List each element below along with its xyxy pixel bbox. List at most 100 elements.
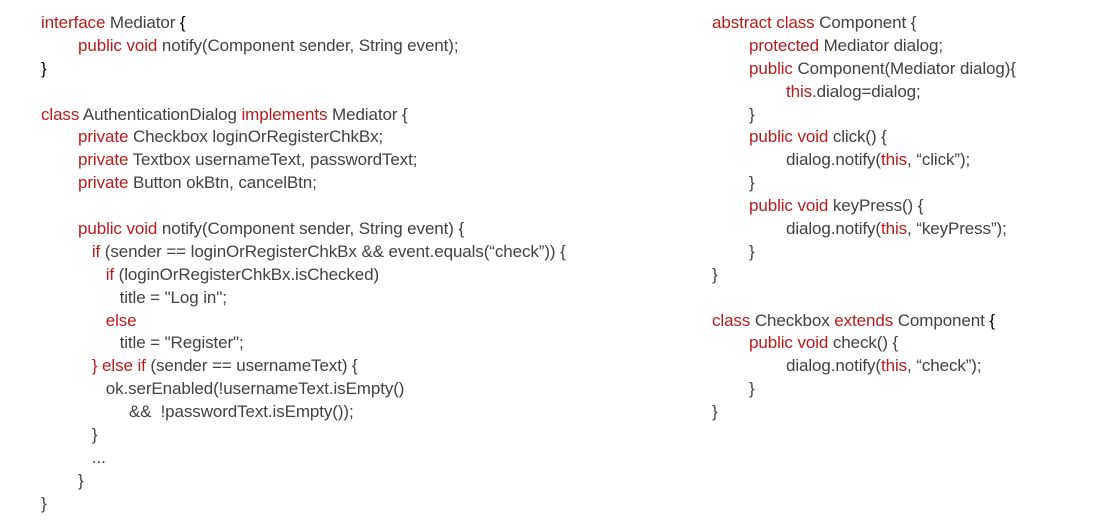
code-text: { bbox=[179, 13, 186, 32]
code-line: else bbox=[41, 310, 566, 333]
code-text: } bbox=[712, 379, 755, 399]
code-line: private Checkbox loginOrRegisterChkBx; bbox=[41, 126, 566, 149]
code-line: dialog.notify(this, “check”); bbox=[712, 355, 1016, 378]
blank-line bbox=[41, 81, 566, 104]
code-line: public void keyPress() { bbox=[712, 195, 1016, 218]
code-keyword: this bbox=[785, 81, 813, 101]
code-text: } bbox=[712, 402, 718, 422]
code-text: Mediator dialog; bbox=[818, 35, 943, 55]
code-line: public void notify(Component sender, Str… bbox=[41, 35, 566, 58]
code-text bbox=[41, 127, 78, 146]
blank-line bbox=[41, 195, 566, 218]
code-text bbox=[712, 82, 786, 101]
code-keyword: if bbox=[105, 264, 115, 284]
code-text: Button okBtn, cancelBtn; bbox=[128, 173, 317, 193]
code-line: public Component(Mediator dialog){ bbox=[712, 58, 1016, 81]
code-text: AuthenticationDialog bbox=[79, 104, 242, 124]
code-line: interface Mediator { bbox=[41, 12, 566, 35]
code-text: title = "Register"; bbox=[41, 333, 244, 353]
code-line: class AuthenticationDialog implements Me… bbox=[41, 104, 566, 127]
code-line: } else if (sender == usernameText) { bbox=[41, 355, 566, 378]
code-keyword: class bbox=[712, 310, 751, 330]
code-line: public void check() { bbox=[712, 332, 1016, 355]
code-keyword: public void bbox=[749, 196, 829, 216]
code-text: dialog.notify( bbox=[712, 356, 881, 376]
code-text: Component bbox=[893, 310, 990, 330]
code-text: { bbox=[989, 310, 995, 330]
code-keyword: } else if bbox=[91, 356, 146, 376]
code-text: } bbox=[41, 58, 47, 78]
code-keyword: public void bbox=[749, 333, 829, 353]
code-line: } bbox=[712, 378, 1016, 401]
code-line: } bbox=[712, 104, 1016, 127]
code-line: && !passwordText.isEmpty()); bbox=[41, 401, 566, 424]
code-text: Component(Mediator dialog){ bbox=[792, 58, 1016, 78]
code-keyword: implements bbox=[241, 104, 328, 124]
code-text bbox=[712, 59, 749, 78]
code-keyword: this bbox=[880, 356, 908, 376]
code-text: dialog.notify( bbox=[712, 219, 881, 239]
code-text: dialog.notify( bbox=[712, 150, 881, 170]
code-text bbox=[41, 356, 92, 375]
code-keyword: public void bbox=[78, 35, 158, 55]
code-keyword: protected bbox=[749, 35, 819, 55]
code-line: dialog.notify(this, “click”); bbox=[712, 149, 1016, 172]
code-text: notify(Component sender, String event) { bbox=[157, 219, 465, 239]
code-text bbox=[41, 219, 78, 238]
code-text bbox=[712, 36, 749, 55]
code-text bbox=[41, 311, 106, 330]
code-text: notify(Component sender, String event); bbox=[157, 35, 459, 55]
code-text bbox=[41, 242, 92, 261]
code-text: , “click”); bbox=[907, 150, 971, 170]
code-line: class Checkbox extends Component { bbox=[712, 310, 1016, 333]
code-line: abstract class Component { bbox=[712, 12, 1016, 35]
code-text: keyPress() { bbox=[828, 196, 924, 216]
mediator-code-block: interface Mediator { public void notify(… bbox=[41, 12, 566, 516]
code-keyword: private bbox=[78, 150, 129, 170]
code-line: } bbox=[712, 264, 1016, 287]
code-text: Component { bbox=[814, 13, 917, 32]
code-line: public void click() { bbox=[712, 126, 1016, 149]
code-line: } bbox=[712, 172, 1016, 195]
code-keyword: public bbox=[749, 58, 793, 78]
code-line: private Button okBtn, cancelBtn; bbox=[41, 172, 566, 195]
code-line: if (loginOrRegisterChkBx.isChecked) bbox=[41, 264, 566, 287]
code-text: && !passwordText.isEmpty()); bbox=[41, 402, 354, 422]
code-text: ... bbox=[41, 447, 106, 467]
code-text: Textbox usernameText, passwordText; bbox=[128, 150, 418, 170]
code-text: , “keyPress”); bbox=[907, 219, 1007, 239]
code-keyword: private bbox=[78, 127, 129, 147]
code-text: ok.serEnabled(!usernameText.isEmpty() bbox=[41, 379, 405, 399]
code-line: private Textbox usernameText, passwordTe… bbox=[41, 149, 566, 172]
code-line: ... bbox=[41, 447, 566, 470]
code-text: (sender == loginOrRegisterChkBx && event… bbox=[100, 241, 566, 261]
code-keyword: extends bbox=[834, 310, 894, 330]
code-line: dialog.notify(this, “keyPress”); bbox=[712, 218, 1016, 241]
code-line: title = "Log in"; bbox=[41, 287, 566, 310]
code-text: } bbox=[41, 470, 84, 490]
code-text: Mediator bbox=[105, 13, 180, 32]
code-text: Checkbox bbox=[750, 310, 835, 330]
code-line: ok.serEnabled(!usernameText.isEmpty() bbox=[41, 378, 566, 401]
code-text: click() { bbox=[828, 127, 887, 147]
code-text: } bbox=[712, 104, 755, 124]
code-line: } bbox=[712, 401, 1016, 424]
code-text: } bbox=[712, 264, 718, 284]
code-text: .dialog=dialog; bbox=[812, 81, 921, 101]
code-keyword: class bbox=[41, 104, 80, 124]
code-keyword: public void bbox=[749, 127, 829, 147]
code-text bbox=[712, 333, 749, 352]
code-text: } bbox=[712, 173, 755, 193]
code-keyword: private bbox=[78, 173, 129, 193]
code-text: check() { bbox=[828, 333, 899, 353]
code-text bbox=[41, 173, 78, 192]
code-text: Mediator { bbox=[327, 104, 408, 124]
code-text bbox=[712, 127, 749, 146]
code-text bbox=[41, 265, 106, 284]
code-keyword: if bbox=[91, 241, 101, 261]
code-line: } bbox=[41, 58, 566, 81]
code-line: } bbox=[41, 424, 566, 447]
code-line: this.dialog=dialog; bbox=[712, 81, 1016, 104]
code-text: } bbox=[712, 241, 755, 261]
code-text bbox=[41, 150, 78, 169]
